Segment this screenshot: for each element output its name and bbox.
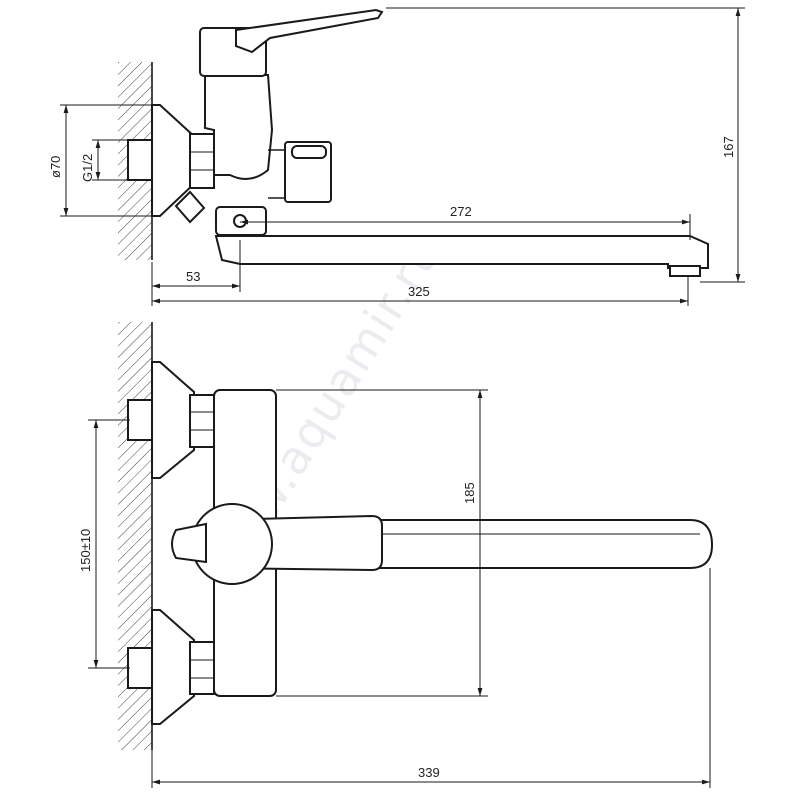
dim-thread: G1/2 <box>80 154 95 182</box>
upper-hex-nut <box>189 394 215 448</box>
handle-grip <box>171 522 207 564</box>
diverter-slot <box>291 145 327 159</box>
collar-hole <box>233 214 247 228</box>
aerator <box>669 265 701 277</box>
spout-top <box>214 235 709 269</box>
dim-spout-length: 272 <box>450 204 472 219</box>
lower-inlet-pipe <box>127 647 155 689</box>
upper-flange <box>151 361 195 479</box>
dim-flange-diameter: ø70 <box>48 156 63 178</box>
top-view: 167 272 53 325 ø70 G1/2 <box>48 7 745 306</box>
dim-body-height: 185 <box>462 482 477 504</box>
dim-center-distance: 150±10 <box>78 529 93 572</box>
dim-height-total: 167 <box>721 136 736 158</box>
dim-overall-width: 339 <box>418 765 440 780</box>
inlet-pipe <box>127 139 155 181</box>
hex-nut-top <box>189 133 215 189</box>
front-view: 150±10 185 339 <box>78 322 714 788</box>
lever-handle-top <box>235 8 384 54</box>
hose-outlet <box>174 190 206 224</box>
lower-hex-nut <box>189 641 215 695</box>
dim-overall: 325 <box>408 284 430 299</box>
spout-front <box>379 519 714 569</box>
dim-offset: 53 <box>186 269 200 284</box>
mixer-body-top <box>204 74 274 180</box>
upper-inlet-pipe <box>127 399 155 441</box>
lower-flange <box>151 609 195 725</box>
